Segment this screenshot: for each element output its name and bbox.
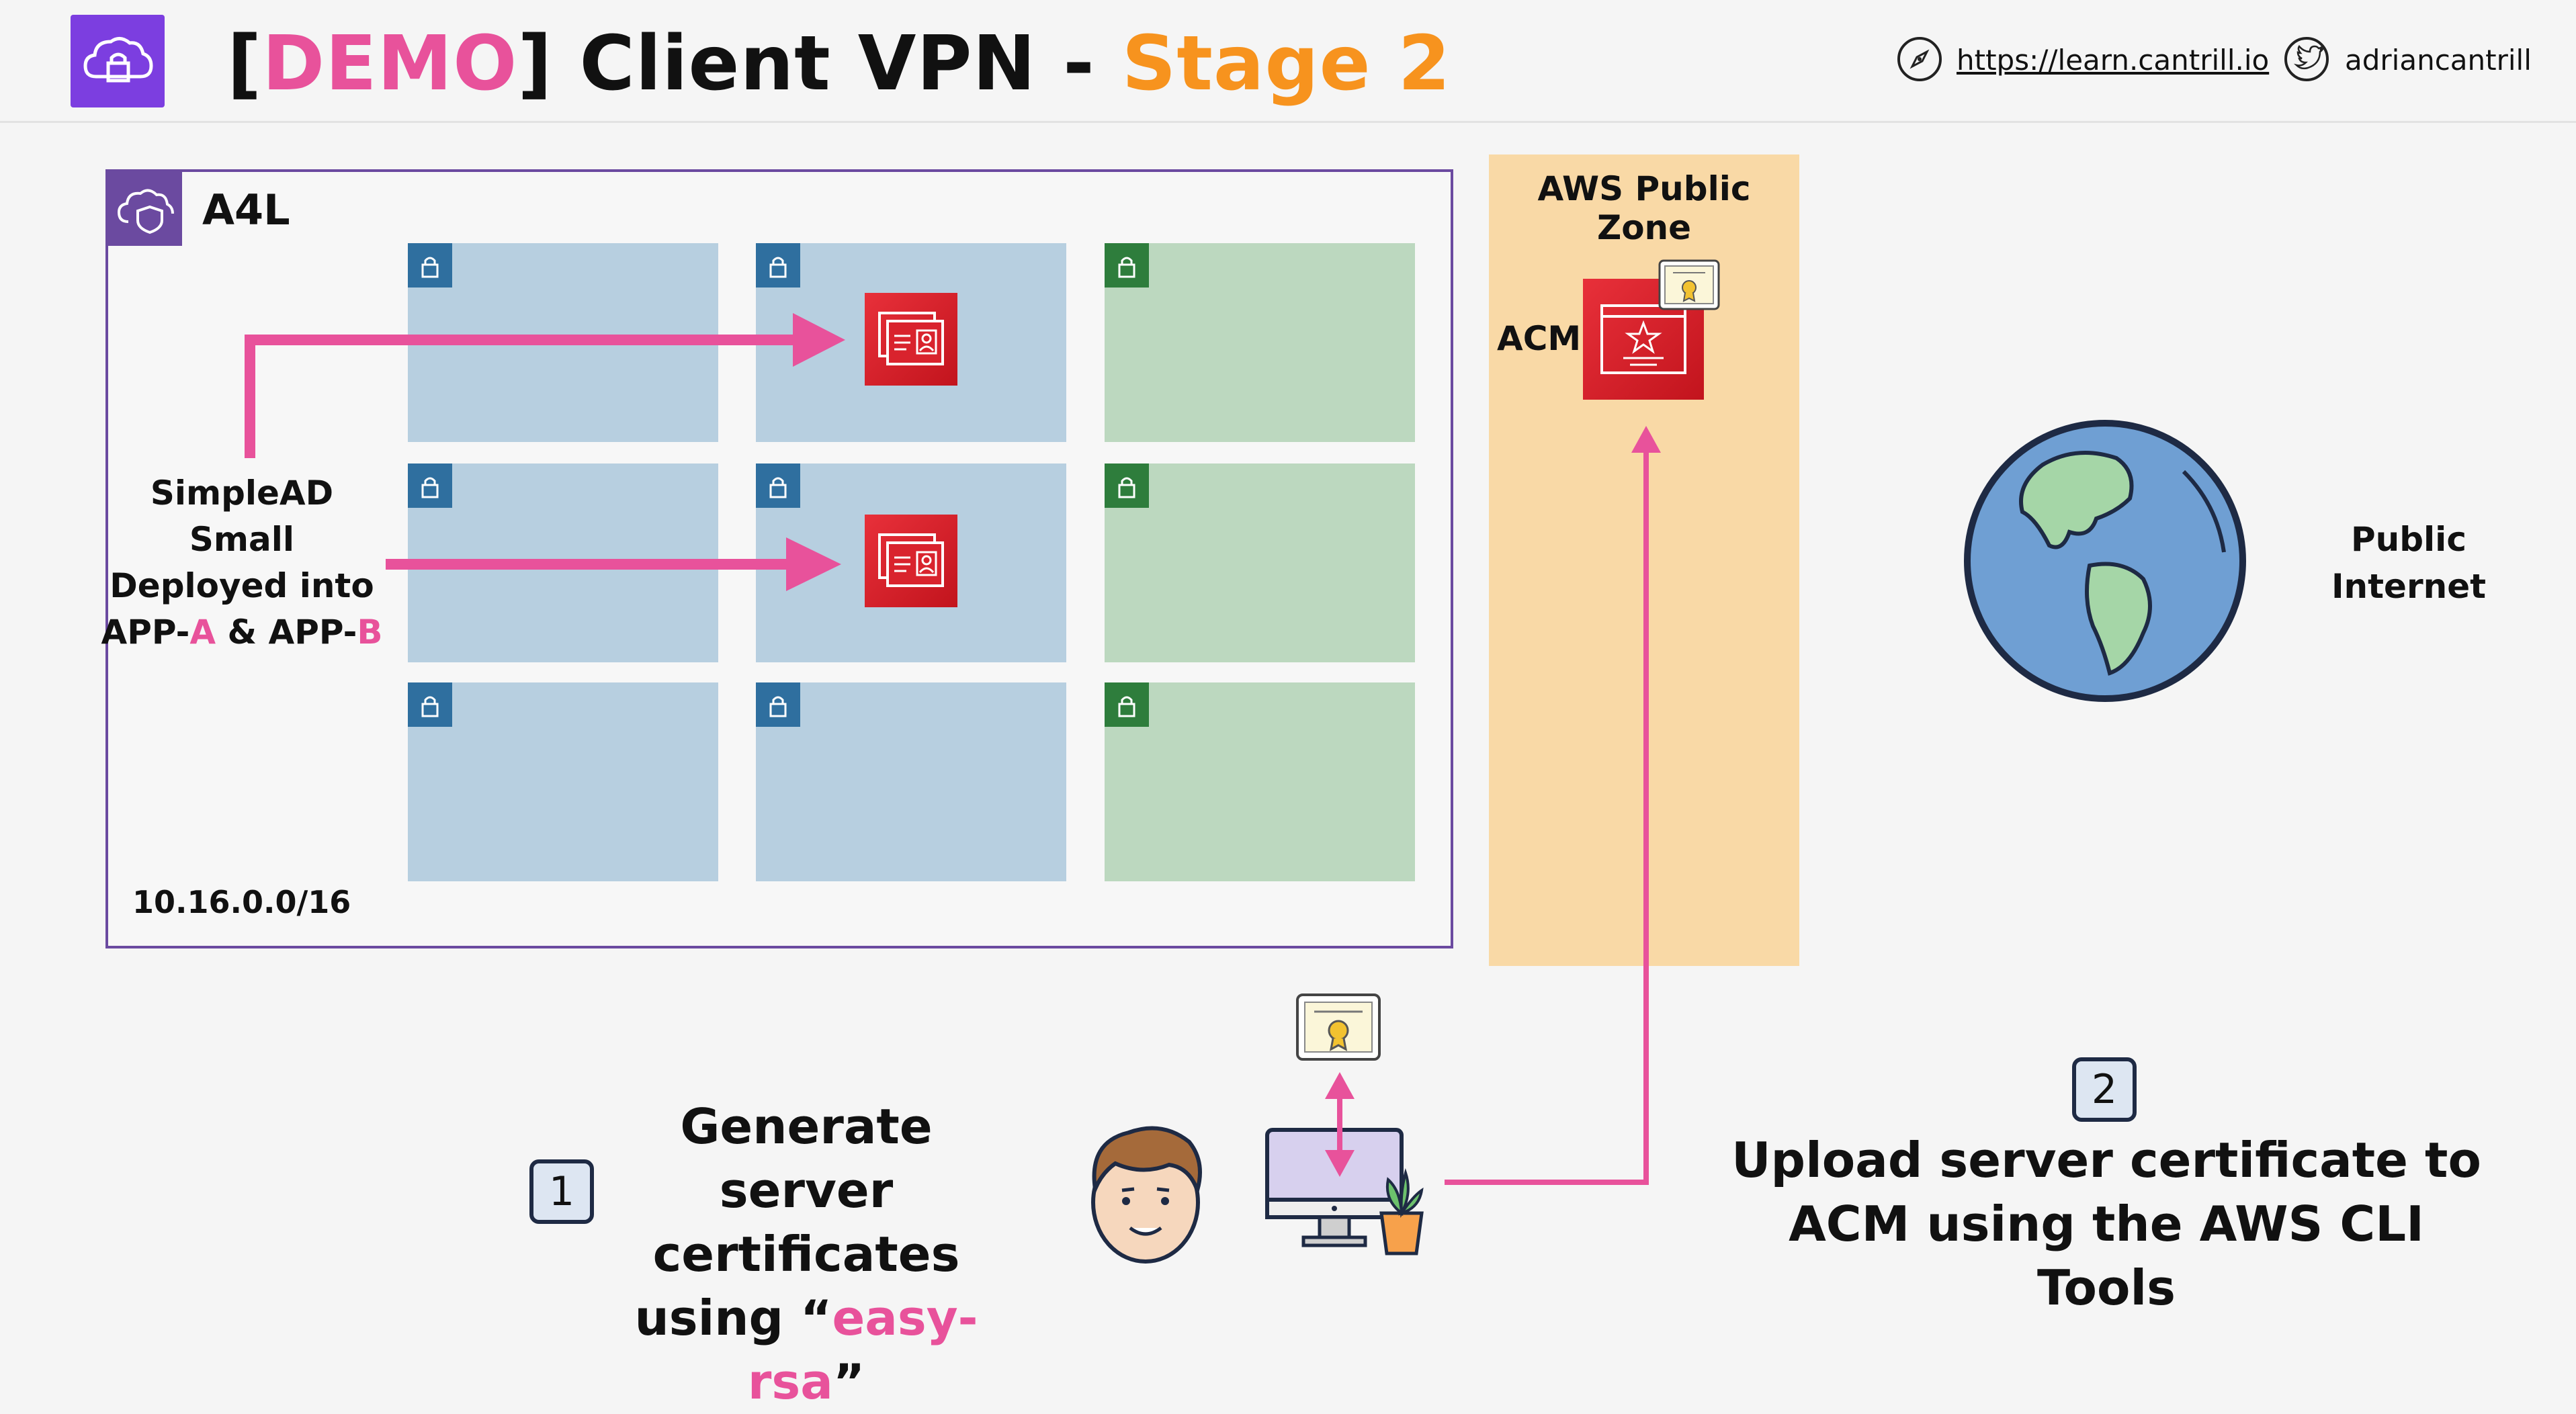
- arrowhead: [1631, 426, 1661, 453]
- simplead-label: SimpleAD Small Deployed into APP-A & APP…: [101, 474, 383, 652]
- client-vpn-logo-icon: [71, 15, 165, 107]
- arrowhead: [1325, 1150, 1355, 1177]
- certificate-manager-icon: [1583, 279, 1704, 400]
- person-face-icon: [1082, 1115, 1209, 1270]
- twitter-handle[interactable]: adriancantrill: [2345, 44, 2532, 77]
- public-subnet: [1105, 682, 1415, 881]
- public-internet-label: Public Internet: [2331, 520, 2487, 606]
- padlock-icon: [756, 682, 800, 727]
- globe-icon: [1962, 418, 2248, 704]
- arrowhead: [786, 537, 841, 591]
- public-zone-label: AWS Public Zone: [1537, 169, 1751, 247]
- connector-arrows: [245, 313, 1661, 1185]
- step-number-badge: 2: [2072, 1057, 2137, 1122]
- private-subnet: [408, 682, 718, 881]
- directory-service-icon: [865, 293, 957, 386]
- padlock-icon: [408, 682, 452, 727]
- certificate-icon: [1295, 993, 1381, 1061]
- step2-text: Upload server certificate to ACM using t…: [1731, 1132, 2481, 1316]
- step1-text: Generate server certificates using “easy…: [634, 1098, 978, 1410]
- twitter-bird-icon: [2284, 37, 2329, 81]
- vpc-cidr: 10.16.0.0/16: [132, 884, 351, 920]
- arrow-simplead-app-a: [245, 335, 801, 458]
- desktop-computer-icon: [1263, 1126, 1424, 1260]
- vpc-container: A4L 10.16.0.0/16: [105, 169, 1453, 948]
- certificate-icon: [1658, 259, 1720, 310]
- step-number-badge: 1: [529, 1159, 594, 1224]
- arrowhead: [1325, 1072, 1355, 1099]
- padlock-icon: [1105, 682, 1149, 727]
- page-title: [DEMO] Client VPN - Stage 2: [227, 20, 1451, 107]
- header-bar: [DEMO] Client VPN - Stage 2 https://lear…: [0, 0, 2576, 123]
- vpc-name: A4L: [202, 185, 290, 234]
- padlock-icon: [408, 243, 452, 288]
- padlock-icon: [756, 463, 800, 508]
- acm-label: ACM: [1497, 319, 1582, 358]
- padlock-icon: [408, 463, 452, 508]
- public-subnet: [1105, 463, 1415, 662]
- course-link[interactable]: https://learn.cantrill.io: [1957, 44, 2270, 77]
- padlock-icon: [1105, 463, 1149, 508]
- directory-service-icon: [865, 515, 957, 607]
- padlock-icon: [756, 243, 800, 288]
- vpc-cloud-shield-icon: [108, 172, 182, 246]
- private-subnet: [756, 682, 1066, 881]
- arrow-computer-acm: [1445, 451, 1649, 1185]
- padlock-icon: [1105, 243, 1149, 288]
- arrowhead: [793, 313, 845, 367]
- compass-icon: [1897, 37, 1942, 81]
- public-subnet: [1105, 243, 1415, 442]
